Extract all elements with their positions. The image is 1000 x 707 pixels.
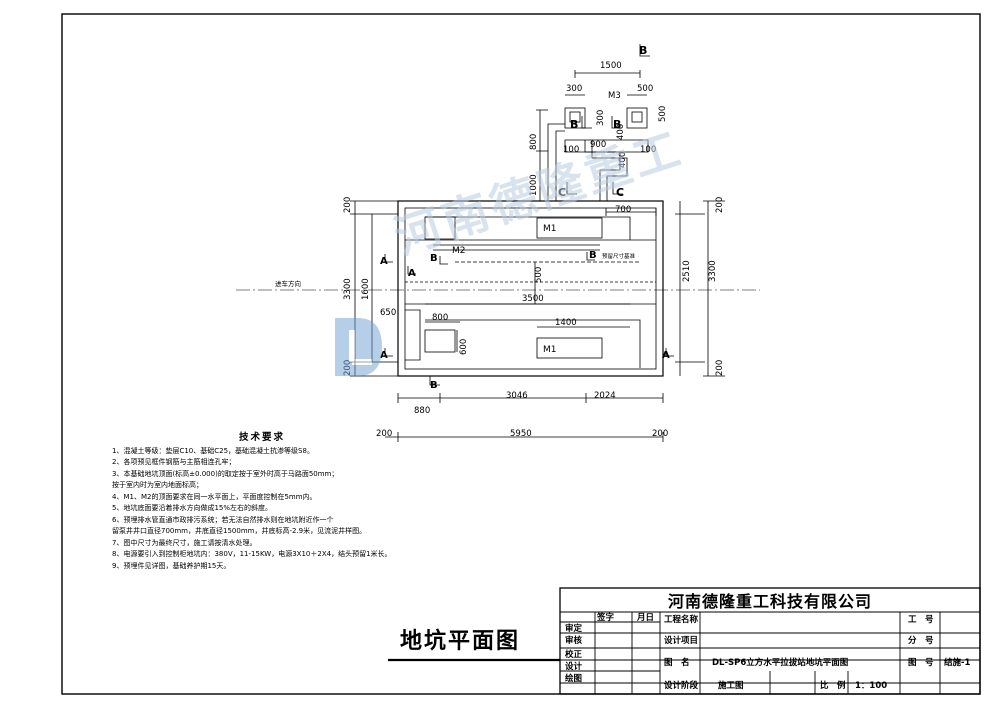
row-review: 审核 [565, 636, 583, 646]
row-approve: 审定 [565, 624, 583, 634]
note-item: 1、混凝土等级：垫层C10、基础C25，基础混凝土抗渗等级S8。 [112, 446, 314, 455]
row-check: 校正 [565, 650, 583, 660]
scale-value: 1：100 [855, 681, 888, 691]
dim-1600: 1600 [361, 278, 371, 300]
section-b-bottom: B [430, 380, 438, 391]
note-item: 9、预埋件见详图，基础养护期15天。 [112, 561, 231, 570]
design-stage-label: 设计阶段 [664, 681, 699, 691]
dim-900: 900 [590, 140, 606, 150]
sub-no-label: 分 号 [908, 636, 934, 646]
section-b-mid-right: B [613, 118, 621, 131]
dim-200-right-top: 200 [715, 197, 725, 213]
dim-400b: 400 [618, 152, 628, 168]
dim-3046: 3046 [506, 391, 528, 401]
dim-2510: 2510 [682, 260, 692, 282]
dim-200-right-bottom: 200 [715, 360, 725, 376]
dim-880: 880 [414, 406, 430, 416]
dim-600: 600 [459, 339, 469, 355]
company-name: 河南德隆重工科技有限公司 [667, 592, 872, 611]
dim-800: 800 [529, 134, 539, 150]
drawing-name-label: 图 名 [664, 658, 690, 668]
section-a-left-bottom: A [380, 350, 388, 361]
note-item: 留泵井井口直径700mm，井底直径1500mm，井底标高-2.9米，见流泥井样图… [112, 527, 367, 535]
dim-800b: 800 [432, 313, 448, 323]
dim-1500: 1500 [600, 61, 622, 71]
dim-500-mid: 500 [534, 267, 544, 283]
drawing-no-label: 图 号 [908, 658, 934, 668]
section-c-left: C [558, 186, 566, 199]
drawing-title: 地坑平面图 [400, 628, 521, 654]
note-item: 8、电源要引入到控制柜地坑内：380V，11-15KW，电源3X10＋2X4，结… [112, 550, 392, 558]
dim-300: 300 [566, 84, 582, 94]
section-a-inner: A [408, 268, 416, 279]
section-b-right: B [589, 250, 597, 261]
design-stage-value: 施工图 [718, 681, 744, 691]
dim-1000: 1000 [529, 174, 539, 196]
notes-heading: 技术要求 [238, 432, 285, 443]
dim-5950: 5950 [510, 429, 532, 439]
label-m2: M2 [452, 246, 466, 256]
dim-200-top: 200 [343, 197, 353, 213]
dim-100b: 100 [640, 145, 656, 155]
section-c-right: C [616, 186, 624, 199]
dim-300b: 300 [596, 110, 606, 126]
row-design: 设计 [565, 662, 583, 672]
dim-3500: 3500 [522, 294, 544, 304]
drawing-no-value: 结施-1 [944, 658, 971, 668]
title-block-grid [559, 587, 981, 695]
dim-3300-right: 3300 [708, 260, 718, 282]
dim-400: 400 [616, 124, 626, 140]
dim-3300: 3300 [343, 278, 353, 300]
job-no-label: 工 号 [908, 615, 934, 625]
technical-notes: 技术要求 1、混凝土等级：垫层C10、基础C25，基础混凝土抗渗等级S8。 2、… [112, 432, 412, 572]
section-a-left-top: A [380, 256, 388, 267]
drawing-name-value: DL-SP6立方水平拉拔站地坑平面图 [712, 658, 849, 668]
label-m1-bottom: M1 [543, 345, 557, 355]
note-item: 3、本基础地坑顶面(标高±0.000)的取定按于室外时高于马路面50mm； [112, 469, 339, 478]
sheet-border [61, 13, 981, 695]
note-item: 5、地坑底面要沿着排水方向做成15%左右的斜度。 [112, 504, 273, 512]
label-m3: M3 [608, 91, 621, 101]
dim-1400: 1400 [555, 318, 577, 328]
dim-500: 500 [637, 84, 653, 94]
note-item: 7、图中尺寸为最终尺寸，施工请按清水处理。 [112, 538, 257, 547]
sign-column-header: 签字 [597, 613, 615, 623]
row-draw: 绘图 [565, 674, 583, 684]
note-item: 按于室内时为室内地面标高； [112, 481, 203, 489]
dim-100a: 100 [563, 145, 579, 155]
label-m1-top: M1 [543, 224, 557, 234]
project-name-label: 工程名称 [664, 615, 699, 625]
section-b-mid-left: B [570, 118, 578, 131]
note-item: 2、各项预见框件钢筋与主筋相连孔牢； [112, 458, 236, 466]
dim-500-right: 500 [658, 106, 668, 122]
watermark-logo [335, 318, 382, 376]
label-direction: 进车方向 [275, 279, 301, 288]
dim-650: 650 [380, 308, 396, 318]
dim-200-left: 200 [376, 429, 392, 439]
note-item: 4、M1、M2的顶面要求在同一水平面上，平面度控制在5mm内。 [112, 492, 317, 501]
dim-200-right: 200 [652, 429, 668, 439]
dim-2024: 2024 [594, 391, 616, 401]
section-b-top: B [639, 44, 647, 57]
note-item: 6、预埋排水管直通市政排污系统；若无法自然排水则在地坑附近作一个 [112, 515, 334, 524]
dim-700: 700 [615, 205, 631, 215]
design-item-label: 设计项目 [664, 636, 699, 646]
label-reference: 预留尺寸基准 [602, 252, 636, 260]
plan-geometry [236, 44, 760, 662]
date-column-header: 月日 [637, 613, 655, 623]
section-a-right: A [662, 350, 670, 361]
section-b-left: B [430, 253, 438, 264]
scale-label: 比 例 [820, 681, 846, 691]
